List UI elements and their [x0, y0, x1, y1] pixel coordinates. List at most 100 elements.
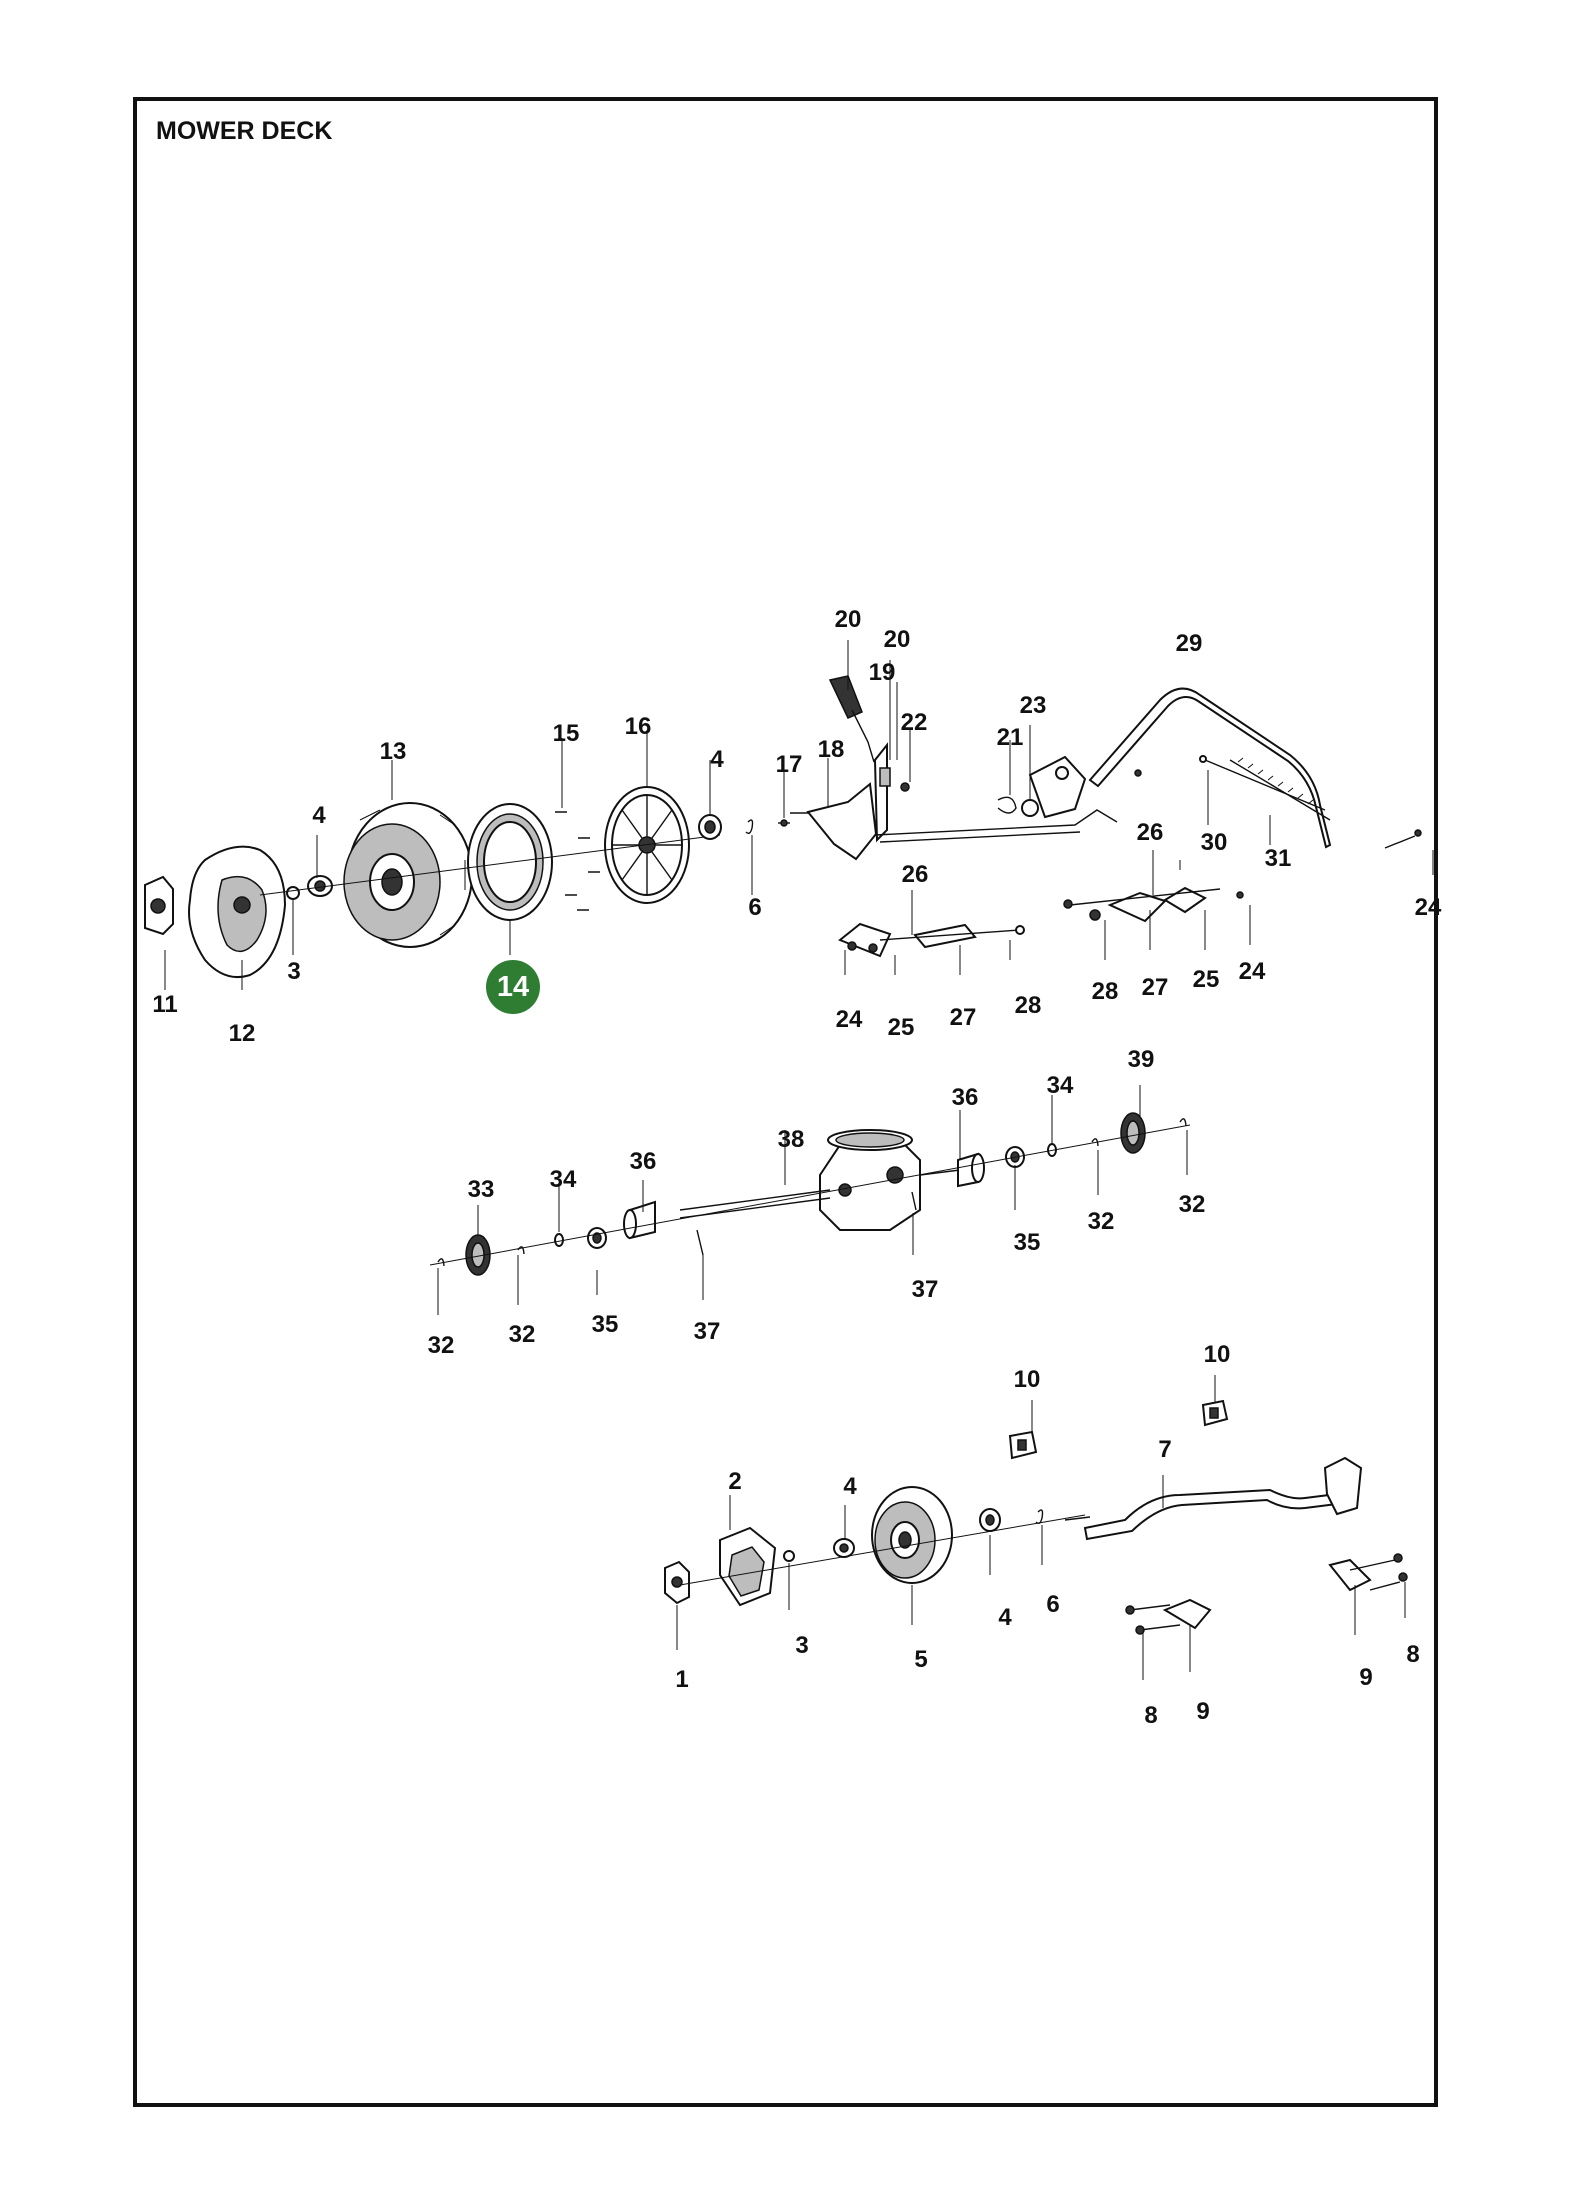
- callout-22: 22: [900, 709, 928, 736]
- callout-13: 13: [379, 738, 407, 765]
- bearing-4-axle: [698, 814, 722, 840]
- gear-39: [1120, 1112, 1146, 1154]
- callout-6-lower: 6: [1046, 1591, 1060, 1618]
- callout-34-left: 34: [549, 1166, 577, 1193]
- callout-3-upper: 3: [287, 958, 301, 985]
- rod-30: [1199, 755, 1326, 811]
- callout-23: 23: [1019, 692, 1047, 719]
- callout-19: 19: [868, 659, 896, 686]
- callout-5: 5: [914, 1646, 928, 1673]
- washer-21: [997, 796, 1017, 814]
- page-title: MOWER DECK: [156, 117, 333, 145]
- callout-4-lower-left: 4: [843, 1473, 857, 1500]
- callout-38: 38: [777, 1126, 805, 1153]
- callout-24-right-bracket: 24: [1238, 958, 1266, 985]
- callout-32-left-b: 32: [508, 1321, 536, 1348]
- callout-16: 16: [624, 713, 652, 740]
- callout-10-left: 10: [1013, 1366, 1041, 1393]
- diagram-frame: [133, 97, 1438, 2107]
- callout-11: 11: [152, 991, 178, 1018]
- clips-32: [437, 1118, 1187, 1267]
- bracket-10-left: [1008, 1430, 1038, 1460]
- callout-25-right: 25: [1192, 966, 1220, 993]
- callout-26-right: 26: [1136, 819, 1164, 846]
- callout-28-left: 28: [1014, 992, 1042, 1019]
- callout-15: 15: [552, 720, 580, 747]
- callout-21: 21: [996, 724, 1024, 751]
- highlighted-callout-14[interactable]: 14: [486, 960, 540, 1014]
- callout-4-lower-right: 4: [998, 1604, 1012, 1631]
- callout-29: 29: [1175, 630, 1203, 657]
- callout-27-left: 27: [949, 1004, 977, 1031]
- callout-32-mid-right-a: 32: [1087, 1208, 1115, 1235]
- bolt-17: [778, 819, 790, 827]
- callout-35-left: 35: [591, 1311, 619, 1338]
- nut-3-lower: [783, 1550, 795, 1562]
- callout-27-right: 27: [1141, 974, 1169, 1001]
- callout-20-a: 20: [834, 606, 862, 633]
- clip-6-upper: [745, 819, 754, 835]
- callout-30: 30: [1200, 829, 1228, 856]
- pinion-36-right: [957, 1152, 985, 1188]
- bearing-4-lower-left: [833, 1538, 855, 1558]
- callout-20-b: 20: [883, 626, 911, 653]
- callout-24-right-handle: 24: [1414, 894, 1442, 921]
- callout-8-left: 8: [1144, 1702, 1158, 1729]
- callout-34-right: 34: [1046, 1072, 1074, 1099]
- brackets-8-9: [1125, 1553, 1408, 1635]
- callout-2: 2: [728, 1468, 742, 1495]
- handle-29: [1088, 687, 1332, 849]
- callout-28-right: 28: [1091, 978, 1119, 1005]
- wheel-13: [343, 802, 473, 948]
- washer-34-left: [554, 1233, 564, 1247]
- axle-7: [1064, 1456, 1363, 1541]
- wheel-5: [871, 1486, 953, 1584]
- callout-8-right: 8: [1406, 1641, 1420, 1668]
- callout-32-mid-right-b: 32: [1178, 1191, 1206, 1218]
- callout-37-left: 37: [693, 1318, 721, 1345]
- bracket-10-right: [1201, 1399, 1229, 1427]
- height-rod: [874, 809, 1118, 843]
- wheel-cover-2: [719, 1526, 777, 1607]
- bearing-4-lower-right: [979, 1508, 1001, 1532]
- callout-12: 12: [228, 1020, 256, 1047]
- bracket-23: [1021, 755, 1087, 819]
- brackets-25-27-right: [1063, 886, 1244, 923]
- brackets-25-27-left: [838, 922, 1025, 958]
- callout-4-upper-left: 4: [312, 802, 326, 829]
- callout-32-left-a: 32: [427, 1332, 455, 1359]
- callout-36-right: 36: [951, 1084, 979, 1111]
- screw-24-right: [1384, 829, 1422, 849]
- callout-25-left: 25: [887, 1014, 915, 1041]
- pinion-36-left: [623, 1200, 656, 1240]
- callout-37-right: 37: [911, 1276, 939, 1303]
- screws-15: [555, 811, 600, 911]
- callout-33: 33: [467, 1176, 495, 1203]
- callout-6-upper: 6: [748, 894, 762, 921]
- callout-39: 39: [1127, 1046, 1155, 1073]
- clip-6-lower: [1035, 1509, 1044, 1525]
- callout-1: 1: [675, 1666, 689, 1693]
- callout-3-lower: 3: [795, 1632, 809, 1659]
- gearbox-38: [819, 1129, 921, 1231]
- lever-assembly-18-19: [790, 675, 891, 861]
- wheel-cover-12: [188, 845, 287, 979]
- hub-cap-1: [664, 1560, 690, 1605]
- pins-37: [696, 1191, 917, 1256]
- callout-36-left: 36: [629, 1148, 657, 1175]
- hub-cap-11: [144, 875, 174, 936]
- nut-3: [286, 886, 300, 900]
- spring-31: [1229, 757, 1331, 821]
- callout-9-right: 9: [1359, 1664, 1373, 1691]
- callout-7: 7: [1158, 1436, 1172, 1463]
- callout-4-upper-axle: 4: [710, 746, 724, 773]
- callout-35-right: 35: [1013, 1229, 1041, 1256]
- bearing-35-left: [587, 1227, 607, 1249]
- callout-18: 18: [817, 736, 845, 763]
- callout-9-left: 9: [1196, 1698, 1210, 1725]
- callout-10-right: 10: [1203, 1341, 1231, 1368]
- callout-17: 17: [775, 751, 803, 778]
- nut-22: [900, 782, 910, 792]
- callout-24-left-bracket: 24: [835, 1006, 863, 1033]
